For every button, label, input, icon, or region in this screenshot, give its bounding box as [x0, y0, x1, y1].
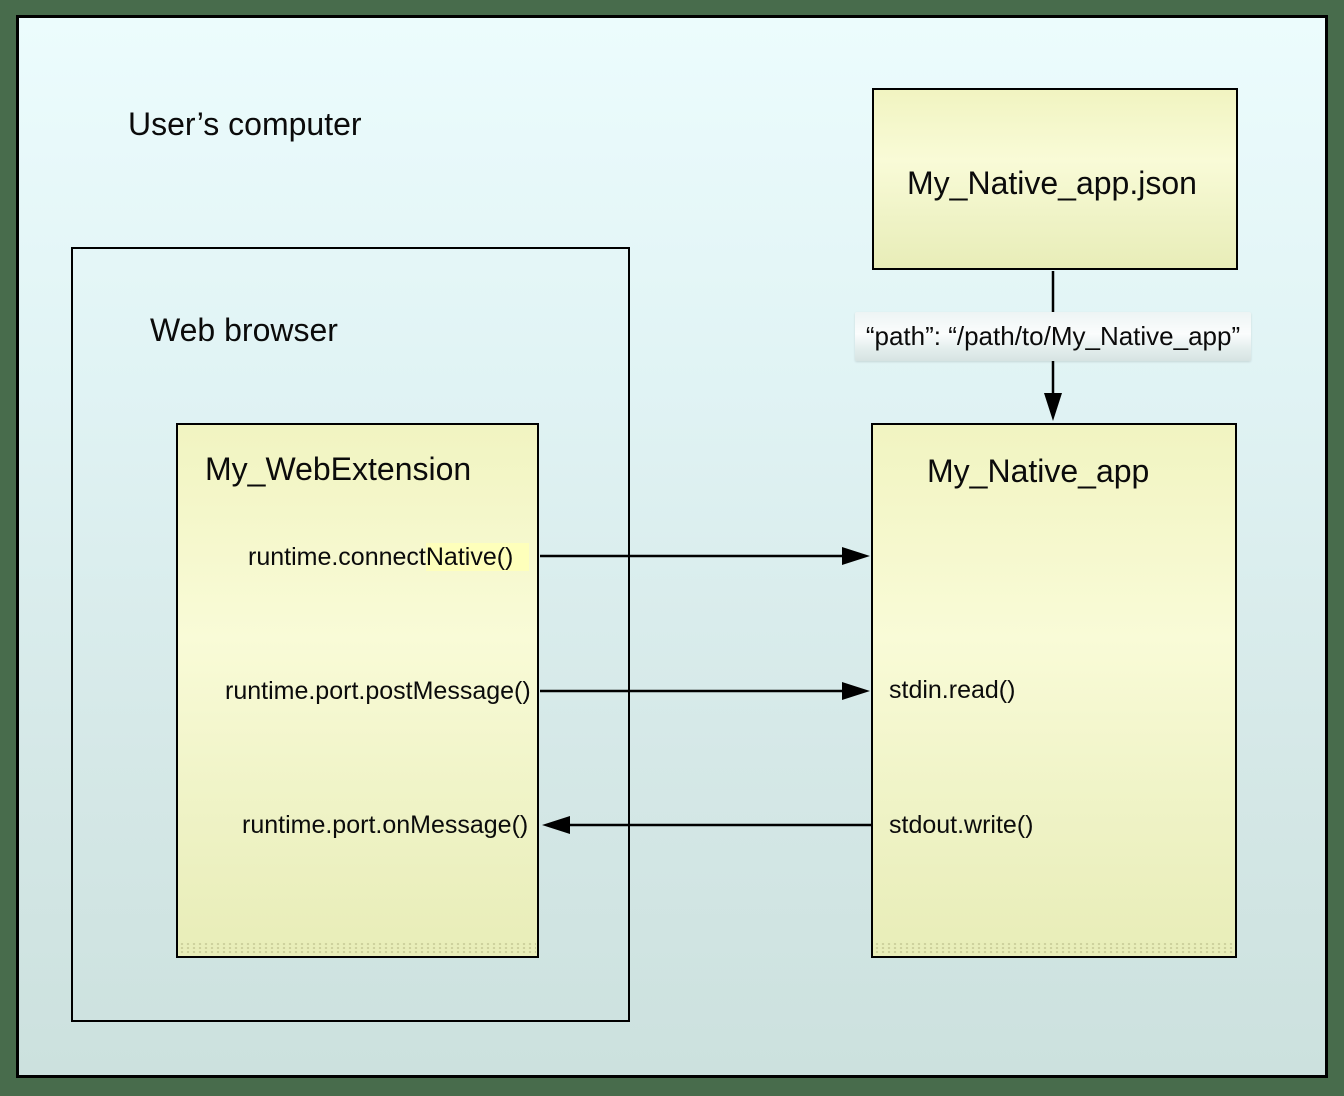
arrow-connect-native-head [842, 547, 870, 565]
connect-native-label: runtime.connectNative() [248, 542, 530, 572]
arrow-manifest-head [1044, 393, 1062, 421]
stdout-write-label: stdout.write() [889, 811, 1034, 839]
web-browser-label: Web browser [150, 312, 338, 348]
stdin-read-label: stdin.read() [889, 676, 1016, 704]
dither-texture [874, 942, 1234, 954]
manifest-json-box [872, 88, 1238, 270]
webextension-title: My_WebExtension [205, 451, 472, 487]
arrow-post-message-head [842, 682, 870, 700]
manifest-json-title: My_Native_app.json [907, 165, 1197, 201]
arrow-stdout-head [542, 816, 570, 834]
web-browser-box [71, 247, 630, 1022]
webextension-box [176, 423, 539, 958]
connect-native-prefix: runtime.connect [248, 543, 426, 571]
on-message-label: runtime.port.onMessage() [242, 811, 529, 839]
native-app-box [871, 423, 1237, 958]
native-app-title: My_Native_app [927, 453, 1150, 489]
manifest-path-label: “path”: “/path/to/My_Native_app” [855, 312, 1251, 361]
dither-texture [179, 942, 536, 954]
connect-native-highlight-text: Native() [425, 543, 530, 571]
post-message-label: runtime.port.postMessage() [225, 677, 531, 705]
users-computer-label: User’s computer [128, 106, 362, 142]
